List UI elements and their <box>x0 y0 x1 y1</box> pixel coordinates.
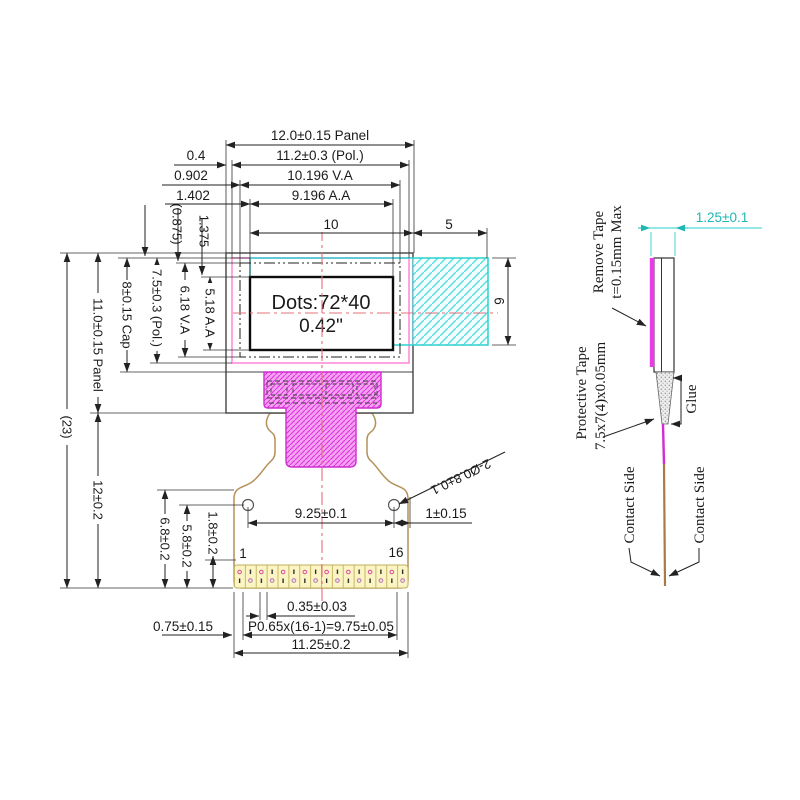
top-dimension-lines <box>141 141 488 276</box>
dim-aa-height: 5.18 A.A <box>203 288 218 337</box>
dim-cap-height: 8±0.15 Cap <box>120 281 135 348</box>
pin-strip-contacts <box>234 565 408 588</box>
pin-1-label: 1 <box>239 546 247 561</box>
dim-hole-edge: 1±0.15 <box>425 506 466 521</box>
dim-hole-diameter: 2-Ø0.8±0.1 <box>428 456 493 498</box>
display-size-label: 0.42" <box>299 316 343 337</box>
dim-panel-height: 11.0±0.15 Panel <box>91 298 106 392</box>
protective-tape-spec: 7.5x7(4)x0.05mm <box>593 342 609 451</box>
active-area-outline <box>248 275 395 352</box>
side-glue-wedge <box>655 371 675 425</box>
protective-tape-label: Protective Tape <box>574 346 590 440</box>
remove-tape-spec: t=0.15mm Max <box>609 205 625 299</box>
dim-tape-right-width: 5 <box>445 217 453 232</box>
dim-hole-top-offset: 6.8±0.2 <box>158 517 173 560</box>
contact-side-left-label: Contact Side <box>622 466 638 543</box>
dim-tape-height: 6 <box>492 297 507 305</box>
dim-pin-width: 0.35±0.03 <box>287 599 347 614</box>
dim-va-width: 10.196 V.A <box>287 168 353 183</box>
dim-total-height: (23) <box>60 415 75 438</box>
dim-side-tape-width: 1.25±0.1 <box>696 210 748 225</box>
side-tape-extension-lines <box>640 227 762 256</box>
dim-pol-height: 7.5±0.3 (Pol.) <box>150 269 165 347</box>
glue-label: Glue <box>684 384 700 414</box>
left-extension-lines <box>60 252 250 589</box>
dim-fpc-width: 11.25±0.2 <box>292 637 351 652</box>
side-remove-tape-strip <box>649 258 655 367</box>
tape-hatched-area <box>412 257 489 346</box>
dim-fpc-length: 12±0.2 <box>91 480 106 520</box>
dim-offset-panel-aa: 1.402 <box>176 188 210 203</box>
dim-panel-width: 12.0±0.15 Panel <box>271 128 369 143</box>
remove-tape-label: Remove Tape <box>591 210 607 293</box>
pin-16-label: 16 <box>388 545 403 560</box>
dim-aa-width: 9.196 A.A <box>292 188 351 203</box>
side-fpc-tape-segment <box>661 423 666 465</box>
top-extension-lines <box>225 140 488 277</box>
dim-va-height: 6.18 V.A <box>178 286 193 335</box>
side-glass-bar <box>653 257 675 373</box>
dim-hole-center-offset: 5.8±0.2 <box>180 524 195 567</box>
dim-offset-panel-va: 0.902 <box>174 168 208 183</box>
dim-hole-spacing: 9.25±0.1 <box>295 506 347 521</box>
dim-pin-margin: 0.75±0.15 <box>153 619 213 634</box>
dim-pin-strip-height: 1.8±0.2 <box>206 511 221 554</box>
viewing-area-outline <box>239 262 401 358</box>
side-fpc-contact-segment <box>662 463 667 587</box>
dim-pol-width: 11.2±0.3 (Pol.) <box>276 148 363 163</box>
bottom-dimension-lines <box>162 451 506 657</box>
dim-tape-left-width: 10 <box>323 217 338 232</box>
tape-height-extension-lines <box>492 257 516 346</box>
dim-offset-va-top: (0.875) <box>170 203 185 244</box>
dim-offset-panel-pol: 0.4 <box>187 148 206 163</box>
dim-offset-aa-top: 1.375 <box>197 215 212 248</box>
display-dots-label: Dots:72*40 <box>272 292 371 314</box>
contact-side-right-label: Contact Side <box>692 466 708 543</box>
side-leader-lines <box>602 307 700 577</box>
dim-pin-pitch: P0.65x(16-1)=9.75±0.05 <box>248 619 394 634</box>
connector-bonding-area <box>263 371 382 468</box>
